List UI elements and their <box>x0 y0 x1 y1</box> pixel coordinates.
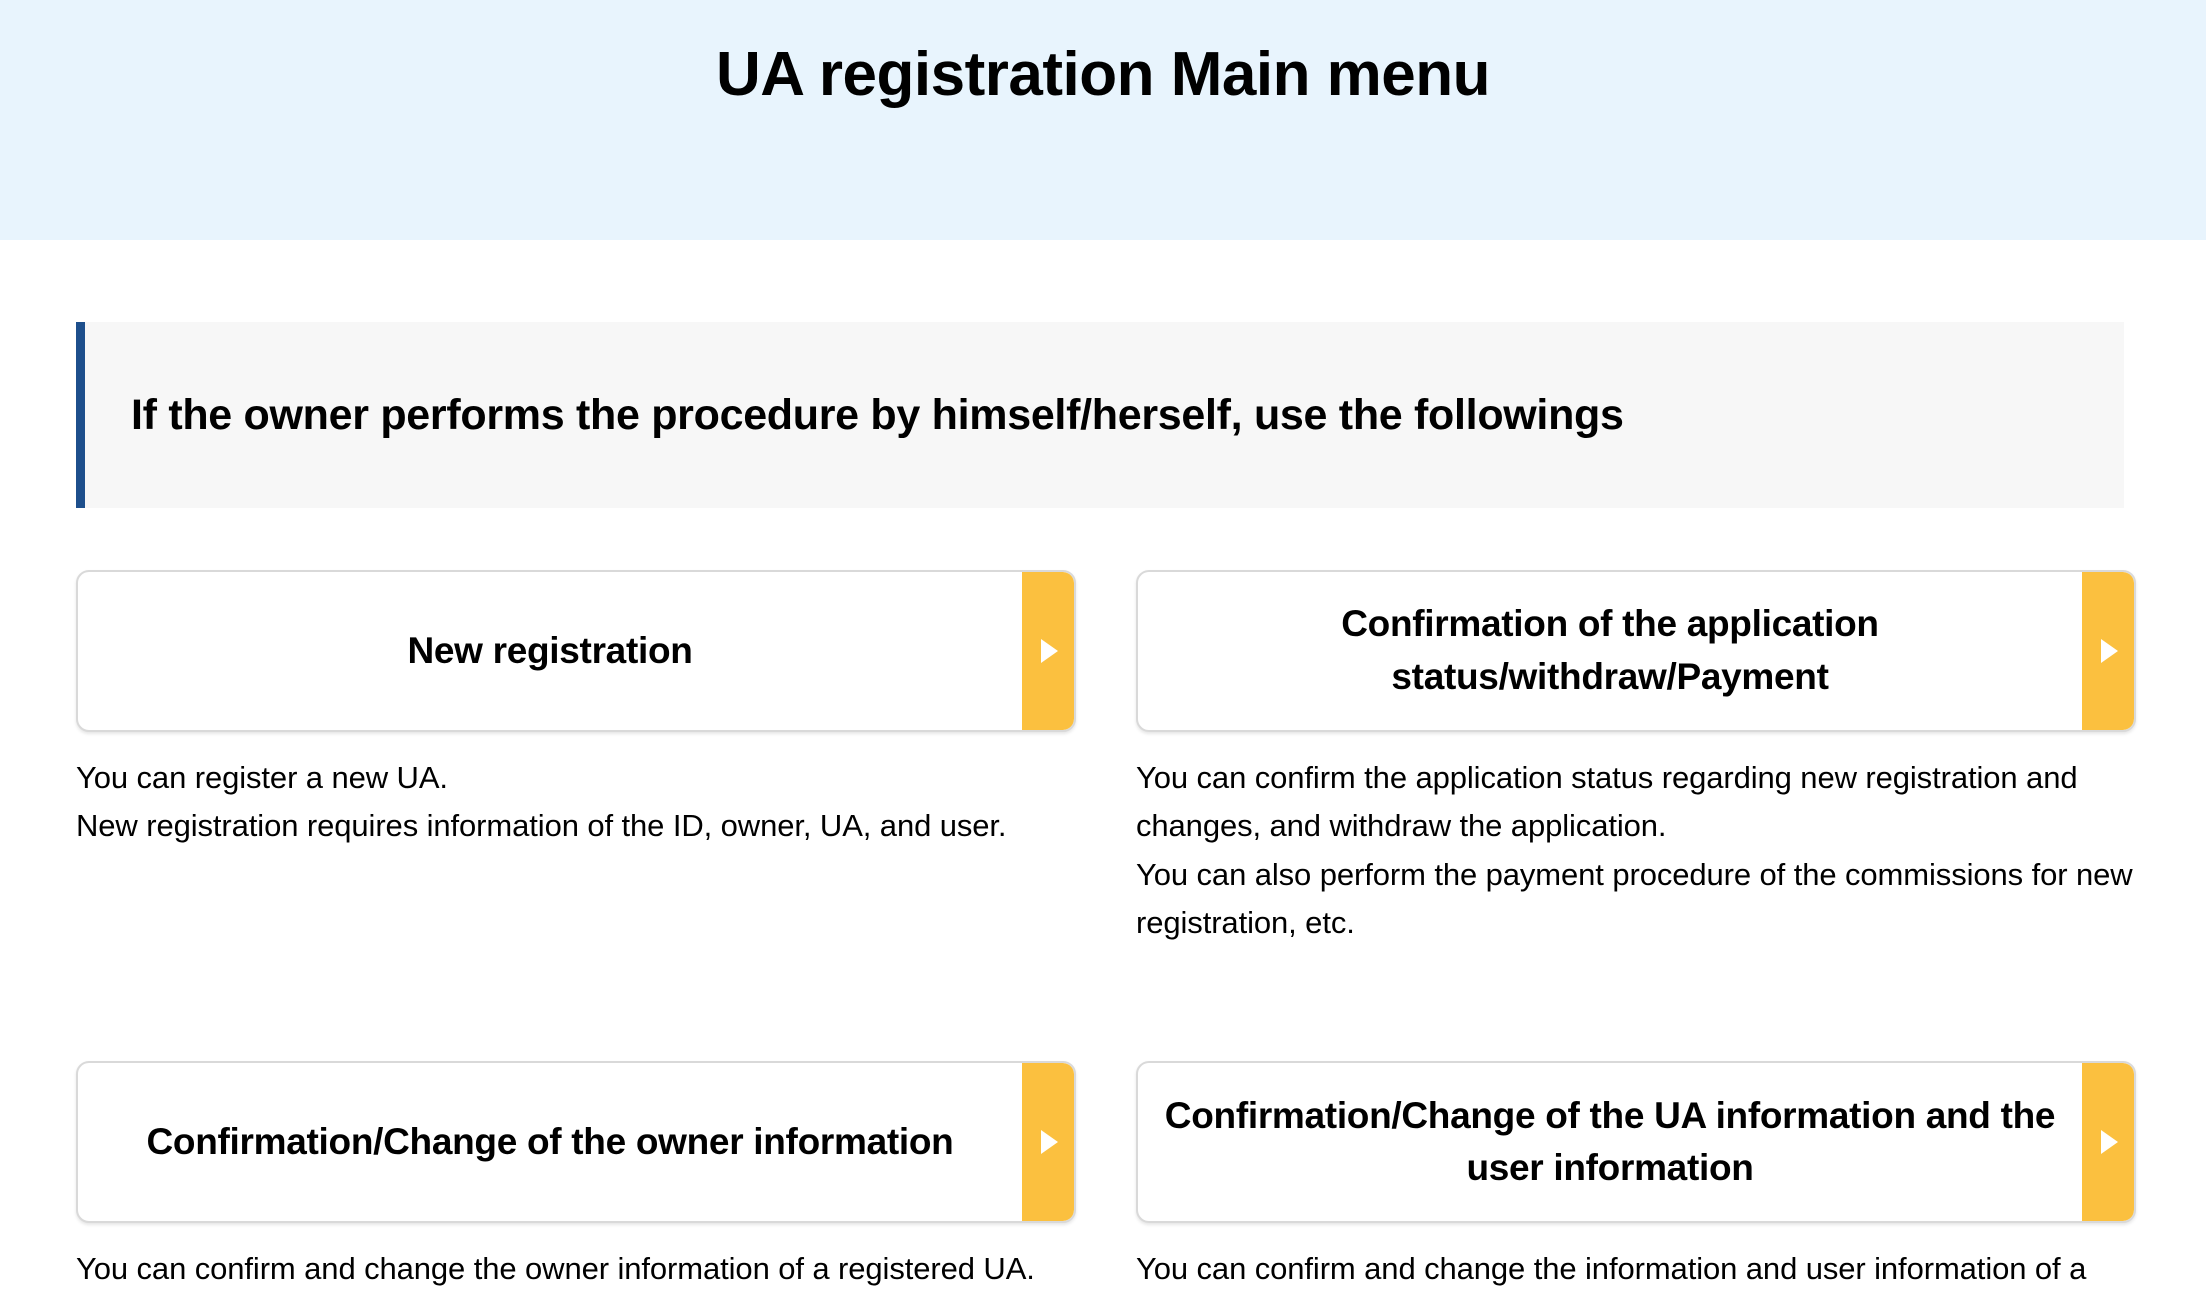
menu-card-description: You can register a new UA. New registrat… <box>76 760 1007 844</box>
menu-cell-new-registration: New registration You can register a new … <box>76 570 1076 947</box>
page-header: UA registration Main menu <box>0 0 2206 240</box>
menu-card-description: You can confirm the application status r… <box>1136 760 2133 941</box>
menu-card-application-status[interactable]: Confirmation of the application status/w… <box>1136 570 2136 732</box>
menu-card-description: You can confirm and change the owner inf… <box>76 1251 1035 1287</box>
menu-cell-owner-information: Confirmation/Change of the owner informa… <box>76 1061 1076 1300</box>
menu-cell-ua-user-information: Confirmation/Change of the UA informatio… <box>1136 1061 2136 1300</box>
menu-card-label: Confirmation/Change of the owner informa… <box>146 1121 954 1163</box>
menu-card-arrow-tab[interactable] <box>2082 1063 2134 1222</box>
menu-card-ua-user-information[interactable]: Confirmation/Change of the UA informatio… <box>1136 1061 2136 1224</box>
notice-banner: If the owner performs the procedure by h… <box>76 322 2124 508</box>
menu-card-label: Confirmation of the application status/w… <box>1341 603 1879 697</box>
menu-card-arrow-tab[interactable] <box>1022 572 1074 730</box>
menu-card-arrow-tab[interactable] <box>1022 1063 1074 1222</box>
triangle-right-icon <box>2101 1130 2118 1155</box>
notice-banner-text: If the owner performs the procedure by h… <box>131 390 1624 439</box>
triangle-right-icon <box>1041 639 1058 663</box>
menu-cell-application-status: Confirmation of the application status/w… <box>1136 570 2136 947</box>
menu-card-label: Confirmation/Change of the UA informatio… <box>1164 1094 2056 1189</box>
menu-card-arrow-tab[interactable] <box>2082 572 2134 730</box>
menu-card-description: You can confirm and change the informati… <box>1136 1251 2087 1300</box>
triangle-right-icon <box>1041 1130 1058 1155</box>
menu-card-label: New registration <box>407 629 693 671</box>
menu-card-new-registration[interactable]: New registration <box>76 570 1076 732</box>
page-title: UA registration Main menu <box>715 40 1491 109</box>
menu-card-grid: New registration You can register a new … <box>76 570 2136 1300</box>
triangle-right-icon <box>2101 639 2118 663</box>
menu-card-owner-information[interactable]: Confirmation/Change of the owner informa… <box>76 1061 1076 1224</box>
